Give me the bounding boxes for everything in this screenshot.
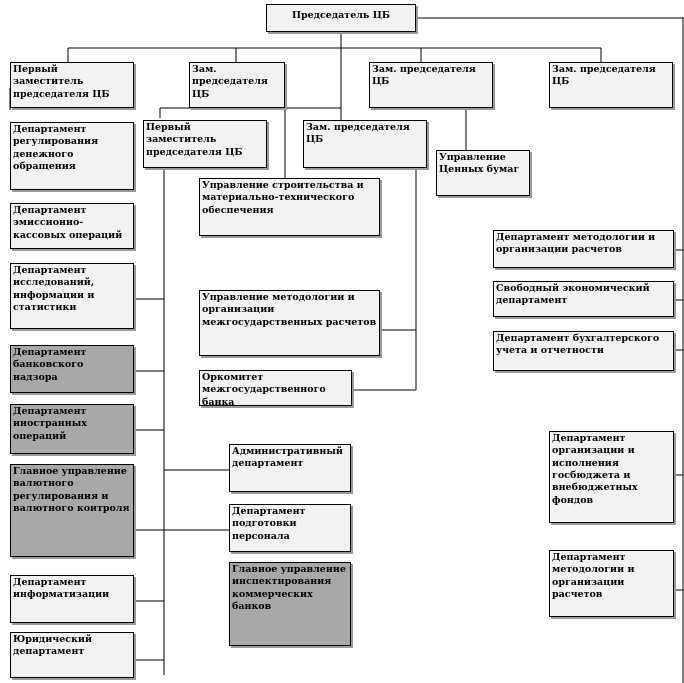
dept-banking-supervision-box: Департамент банковского надзора (10, 345, 134, 393)
deputy-box-4: Зам. председателя ЦБ (303, 120, 427, 168)
dept-personnel-box: Департамент подготовки персонала (229, 504, 351, 552)
upr-interstate-methodology-box: Управление методологии и организации меж… (199, 290, 380, 356)
dept-informatization-box: Департамент информатизации (10, 575, 134, 623)
dept-research-box: Департамент исследований, информации и с… (10, 263, 134, 329)
deputy-box-1: Зам. председателя ЦБ (189, 62, 285, 108)
dept-foreign-operations-box: Департамент иностранных операций (10, 404, 134, 454)
dept-administrative-box: Административный департамент (229, 444, 351, 492)
free-economic-dept-box: Свободный экономический департамент (493, 281, 674, 317)
dept-budget-box: Департамент организации и исполнения гос… (549, 431, 674, 523)
dept-legal-box: Юридический департамент (10, 632, 134, 678)
dept-methodology-payments-box: Департамент методологии и организации ра… (493, 230, 674, 268)
deputy-box-2: Зам. председателя ЦБ (369, 62, 493, 108)
securities-dept-box: Управление Ценных бумаг (436, 150, 530, 196)
dept-methodology-payments-2-box: Департамент методологии и организации ра… (549, 550, 674, 617)
gu-inspection-box: Главное управление инспектирования комме… (229, 562, 351, 646)
dept-accounting-box: Департамент бухгалтерского учета и отчет… (493, 331, 674, 371)
upr-construction-box: Управление строительства и материально-т… (199, 178, 380, 236)
chairman-box: Председатель ЦБ (266, 4, 416, 32)
dept-emission-cash-box: Департамент эмиссионно- кассовых операци… (10, 203, 134, 249)
first-deputy-box: Первый заместитель председателя ЦБ (10, 62, 134, 108)
gu-currency-regulation-box: Главное управление валютного регулирован… (10, 464, 134, 557)
first-deputy-box-2: Первый заместитель председателя ЦБ (143, 120, 267, 168)
dept-money-circulation-box: Департамент регулирования денежного обра… (10, 122, 134, 190)
orgcommittee-box: Оркомитет межгосударственного банка (199, 370, 352, 406)
deputy-box-3: Зам. председателя ЦБ (549, 62, 673, 108)
